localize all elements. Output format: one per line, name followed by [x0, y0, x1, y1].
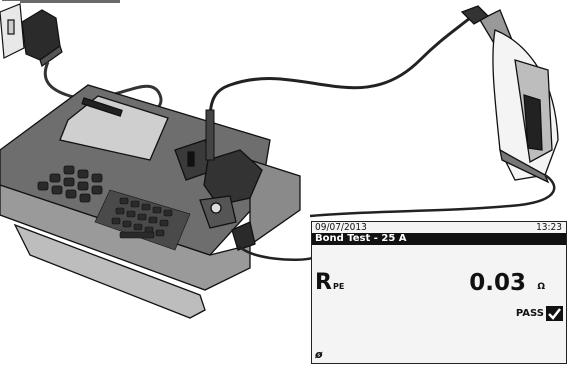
pat-tester-body	[0, 85, 300, 318]
pass-check-icon	[546, 306, 563, 321]
clothes-iron	[462, 6, 558, 182]
lcd-display: 09/07/2013 13:23 Bond Test - 25 A R PE 0…	[311, 221, 567, 364]
footer-symbol: ø	[315, 349, 323, 361]
measurement-unit: Ω	[537, 282, 545, 292]
time-label: 13:23	[536, 222, 562, 233]
wall-socket-plug	[0, 0, 120, 66]
measurement-value: 0.03	[469, 271, 526, 295]
date-label: 09/07/2013	[315, 222, 367, 233]
status-bar: 09/07/2013 13:23	[312, 222, 566, 233]
measurement-name: R	[315, 272, 332, 294]
result-label: PASS	[516, 308, 544, 320]
measurement-subscript: PE	[333, 283, 344, 291]
test-title: Bond Test - 25 A	[315, 233, 407, 245]
test-title-bar: Bond Test - 25 A	[312, 233, 566, 245]
iron-cable	[310, 175, 554, 216]
